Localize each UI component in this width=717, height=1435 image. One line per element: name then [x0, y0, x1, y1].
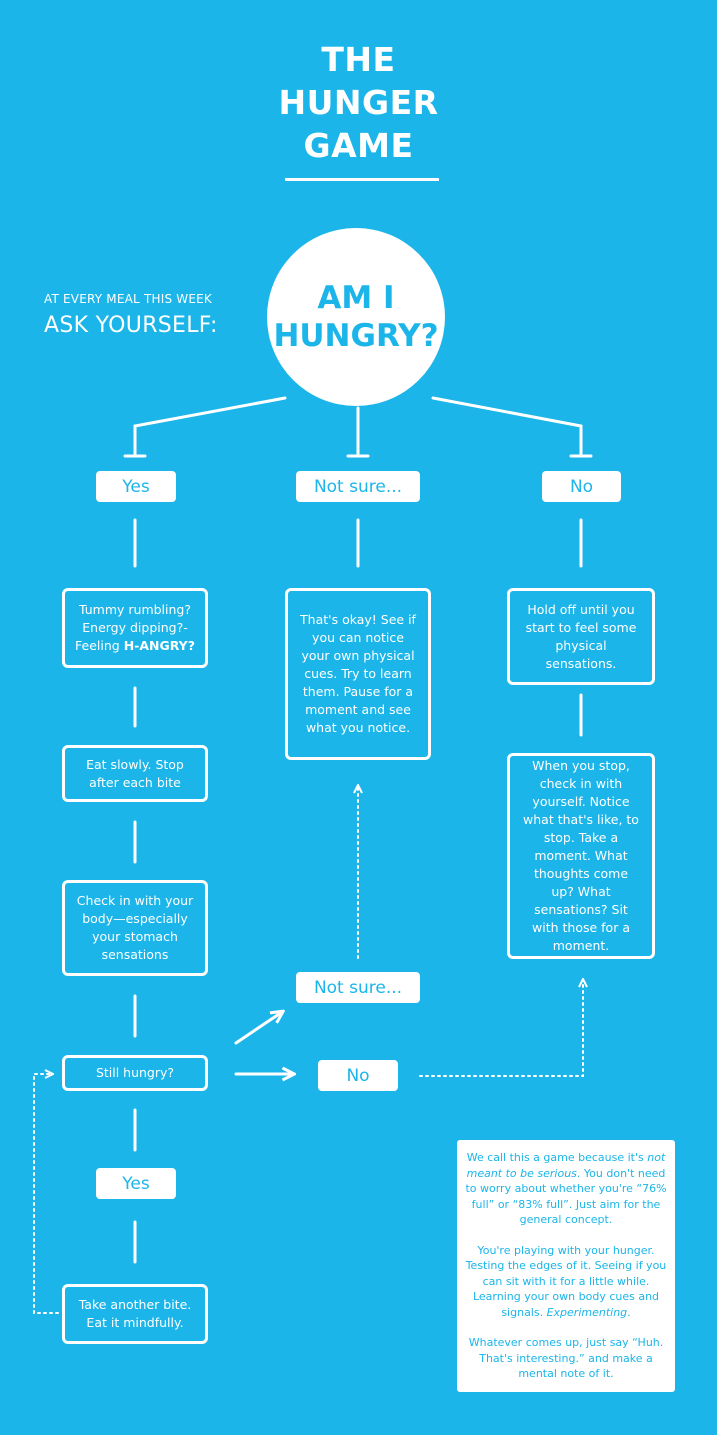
dotted-loop-back	[33, 1074, 59, 1314]
yes-step-another-bite: Take another bite. Eat it mindfully.	[62, 1284, 208, 1344]
question-line-2: HUNGRY?	[273, 318, 439, 354]
question-circle: AM I HUNGRY?	[267, 228, 445, 406]
yes-step-hunger-signs: Tummy rumbling? Energy dipping?- Feeling…	[62, 588, 208, 668]
dotted-no-to-right	[419, 980, 583, 1077]
explanation-note: We call this a game because it's not mea…	[457, 1140, 675, 1392]
prompt-big: ASK YOURSELF:	[44, 313, 218, 338]
note-paragraph-2: You're playing with your hunger. Testing…	[465, 1243, 667, 1319]
note-paragraph-3: Whatever comes up, just say “Huh. That's…	[468, 1336, 664, 1380]
no-step-when-you-stop: When you stop, check in with yourself. N…	[507, 753, 655, 959]
hunger-sign-3: Feeling H-ANGRY?	[75, 638, 195, 653]
still-hungry-not-sure: Not sure...	[296, 972, 420, 1003]
prompt-small: AT EVERY MEAL THIS WEEK	[44, 292, 212, 306]
page-title: THE HUNGER GAME	[0, 38, 717, 167]
hunger-sign-2: Energy dipping?-	[82, 620, 188, 635]
arrow-to-not-sure	[234, 1012, 282, 1045]
title-line-3: GAME	[303, 126, 414, 165]
branch-not-sure: Not sure...	[296, 471, 420, 502]
yes-step-still-hungry: Still hungry?	[62, 1055, 208, 1091]
connector-to-yes	[133, 396, 287, 457]
title-line-2: HUNGER	[278, 83, 439, 122]
connector-to-no	[431, 396, 583, 457]
not-sure-step-notice-cues: That's okay! See if you can notice your …	[285, 588, 431, 760]
question-line-1: AM I	[317, 280, 395, 316]
note-paragraph-1: We call this a game because it's not mea…	[465, 1151, 667, 1226]
no-step-hold-off: Hold off until you start to feel some ph…	[507, 588, 655, 685]
hunger-sign-1: Tummy rumbling?	[79, 602, 191, 617]
branch-yes: Yes	[96, 471, 176, 502]
title-line-1: THE	[321, 40, 396, 79]
still-hungry-yes: Yes	[96, 1168, 176, 1199]
yes-step-check-in: Check in with your body—especially your …	[62, 880, 208, 976]
title-underline	[285, 178, 439, 181]
yes-step-eat-slowly: Eat slowly. Stop after each bite	[62, 745, 208, 802]
still-hungry-no: No	[318, 1060, 398, 1091]
branch-no: No	[542, 471, 621, 502]
